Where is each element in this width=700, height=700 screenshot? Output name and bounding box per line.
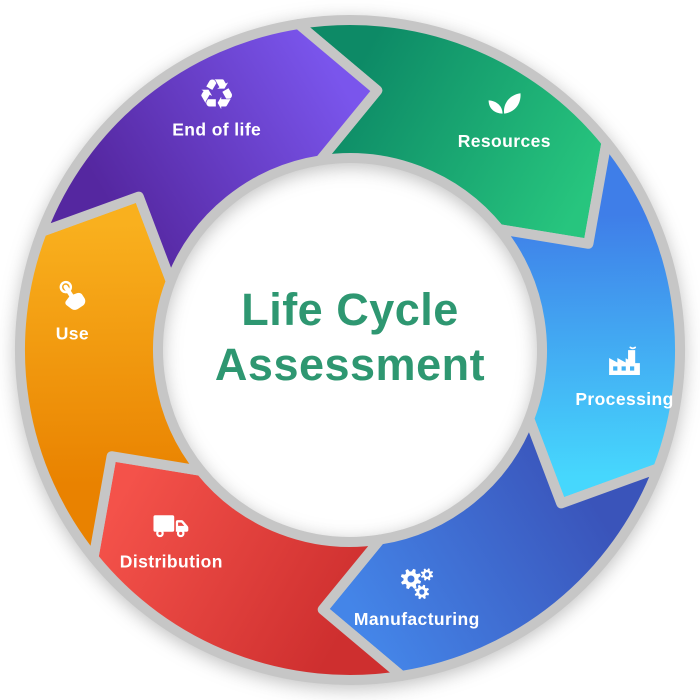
svg-text:♻: ♻	[198, 70, 236, 119]
recycle-icon: ♻	[198, 70, 236, 119]
diagram-title-line1: Life Cycle	[241, 284, 459, 336]
leaf-icon	[488, 93, 521, 114]
segment-label: Resources	[458, 131, 551, 151]
tap-icon	[59, 280, 86, 310]
diagram-title-line2: Assessment	[214, 339, 486, 390]
segment-label: Distribution	[120, 552, 223, 572]
segment-label: End of life	[172, 120, 261, 140]
segment-label: Processing	[575, 389, 673, 409]
factory-icon	[609, 346, 640, 375]
segment-end-of-life	[36, 19, 383, 287]
truck-icon	[153, 515, 189, 538]
segment-label: Manufacturing	[354, 609, 480, 629]
gears-icon	[400, 568, 434, 600]
segment-label: Use	[56, 324, 89, 344]
diagram-title: Life Cycle Assessment	[215, 283, 485, 393]
